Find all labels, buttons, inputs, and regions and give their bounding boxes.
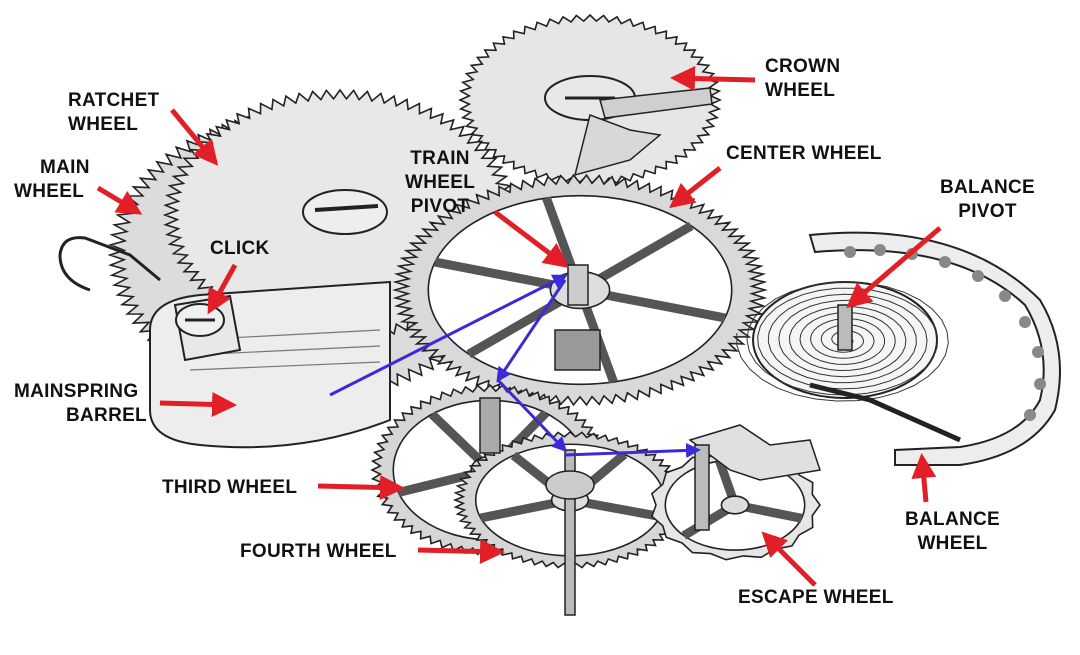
arrow-mainspring-barrel [159,391,237,417]
center-pinion [554,264,601,371]
balance-assembly [736,231,1061,466]
arrow-crown-wheel [670,66,756,91]
label-arrows [96,66,942,587]
arrow-train-wheel-pivot [493,210,569,269]
third-pinion [479,397,501,454]
fourth-arbor [545,449,595,616]
crown-wheel-lever [544,75,713,177]
label-escape-wheel: ESCAPE WHEEL [738,587,894,608]
arrow-fourth-wheel [417,539,505,565]
ratchet-screw [302,189,388,235]
arrow-escape-wheel [761,531,817,587]
escape-pallet [688,424,821,531]
arrow-balance-pivot [846,226,942,309]
label-click: CLICK [210,238,270,259]
center-wheel-gear [392,173,768,407]
arrow-balance-wheel [911,453,937,503]
arrow-ratchet-wheel [170,108,219,166]
power-flow-path [329,274,701,458]
arrow-third-wheel [317,475,405,501]
mainspring-hook [58,236,161,292]
label-third-wheel: THIRD WHEEL [162,477,298,498]
label-center-wheel: CENTER WHEEL [726,143,882,164]
arrow-click [207,263,238,315]
arrow-main-wheel [96,185,143,215]
label-fourth-wheel: FOURTH WHEEL [240,541,397,562]
arrow-center-wheel [669,166,722,209]
click-piece [173,294,242,362]
